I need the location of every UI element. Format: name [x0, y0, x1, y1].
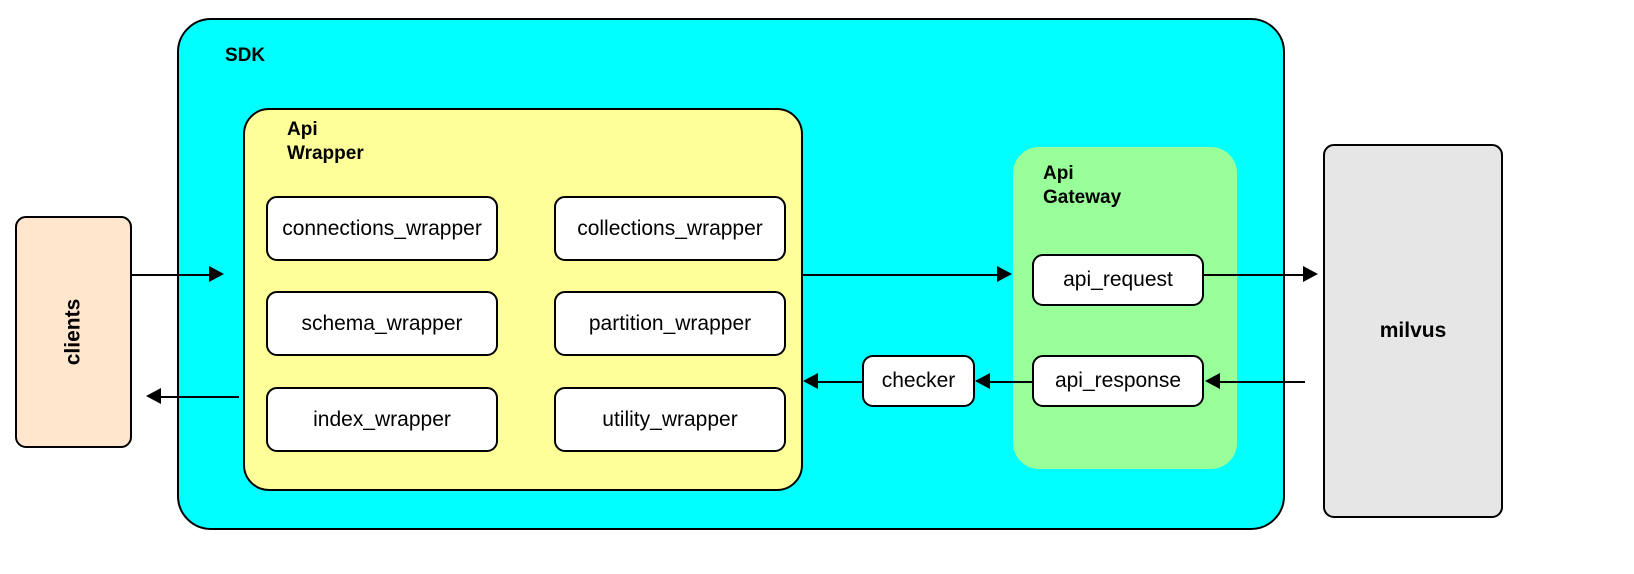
node-clients-label: clients: [61, 298, 85, 366]
container-sdk-label: SDK: [225, 45, 266, 66]
arrow-head-left-icon: [146, 388, 161, 404]
node-partition-wrapper[interactable]: partition_wrapper: [554, 291, 786, 356]
node-schema-wrapper[interactable]: schema_wrapper: [266, 291, 498, 356]
connector-line: [1220, 381, 1305, 383]
connector-line: [818, 381, 862, 383]
node-api-request[interactable]: api_request: [1032, 254, 1204, 306]
connector-line: [132, 274, 210, 276]
arrow-head-left-icon: [1205, 373, 1220, 389]
node-milvus[interactable]: milvus: [1323, 144, 1503, 518]
arrow-head-left-icon: [975, 373, 990, 389]
node-index-wrapper[interactable]: index_wrapper: [266, 387, 498, 452]
node-clients[interactable]: clients: [15, 216, 132, 448]
connector-line: [161, 396, 239, 398]
connector-line: [990, 381, 1032, 383]
arrow-head-right-icon: [209, 266, 224, 282]
arrow-head-right-icon: [1303, 266, 1318, 282]
container-api-gateway-label: Api Gateway: [1043, 163, 1122, 208]
arrow-head-left-icon: [803, 373, 818, 389]
connector-line: [802, 274, 998, 276]
node-api-response[interactable]: api_response: [1032, 355, 1204, 407]
node-checker[interactable]: checker: [862, 355, 975, 407]
node-connections-wrapper[interactable]: connections_wrapper: [266, 196, 498, 261]
arrow-head-right-icon: [997, 266, 1012, 282]
node-collections-wrapper[interactable]: collections_wrapper: [554, 196, 786, 261]
container-api-wrapper-label: Api Wrapper: [287, 119, 364, 164]
connector-line: [1204, 274, 1304, 276]
node-utility-wrapper[interactable]: utility_wrapper: [554, 387, 786, 452]
container-api-gateway: Api Gateway: [1013, 147, 1237, 469]
